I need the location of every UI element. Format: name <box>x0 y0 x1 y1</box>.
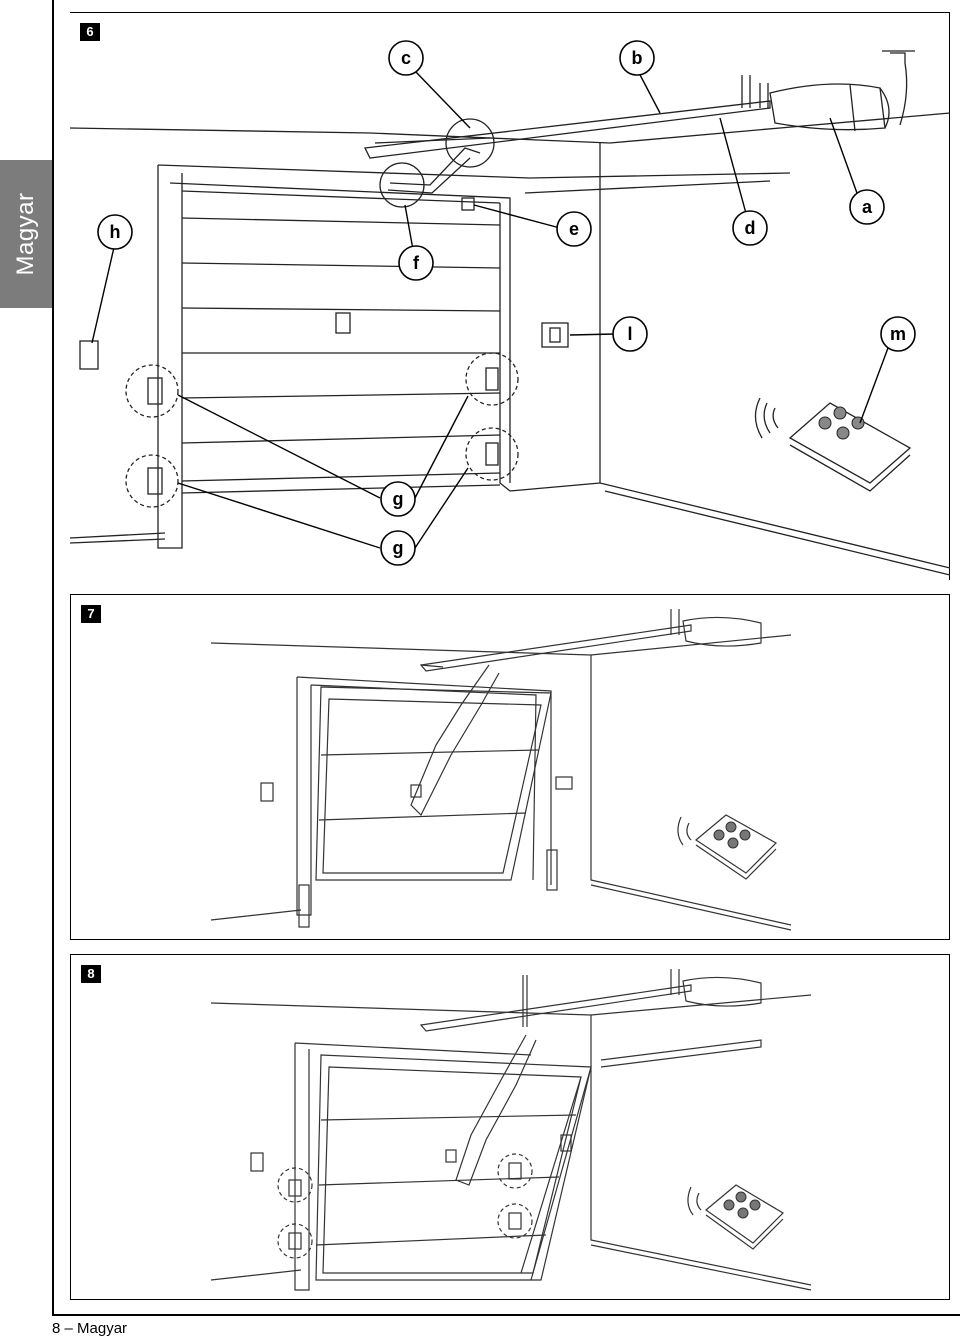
language-tab-label: Magyar <box>12 192 39 276</box>
callout-e <box>556 211 592 247</box>
language-tab: Magyar <box>0 160 52 308</box>
figure-6-illustration: c b a d e f h l m g g <box>70 40 950 576</box>
callout-a-label: a <box>862 197 873 217</box>
callout-d <box>732 210 768 246</box>
callout-e-label: e <box>569 219 579 239</box>
page-frame-left <box>52 0 54 1316</box>
page-frame-bottom <box>52 1314 960 1316</box>
callout-f-label: f <box>413 253 420 273</box>
page-footer: 8 – Magyar <box>52 1320 128 1337</box>
figure-number: 7 <box>81 605 101 623</box>
figure-number: 6 <box>80 23 100 41</box>
callout-h <box>97 214 133 250</box>
callout-g-upper-label: g <box>393 489 404 509</box>
figure-6: 6 <box>70 12 950 580</box>
callout-l <box>612 316 648 352</box>
callout-f <box>398 245 434 281</box>
callout-a <box>849 189 885 225</box>
callout-d-label: d <box>745 218 756 238</box>
callout-c <box>388 40 424 76</box>
callout-g-lower-label: g <box>393 538 404 558</box>
callout-m <box>880 316 916 352</box>
figure-8-illustration <box>210 969 812 1291</box>
figure-number: 8 <box>81 965 101 983</box>
callout-m-label: m <box>890 324 906 344</box>
callout-g-upper <box>380 481 416 517</box>
callout-b <box>619 40 655 76</box>
callout-l-label: l <box>627 324 632 344</box>
figure-7-illustration <box>210 609 792 931</box>
callout-b-label: b <box>632 48 643 68</box>
figure-7: 7 <box>70 594 950 940</box>
callout-g-lower <box>380 530 416 566</box>
figure-8: 8 <box>70 954 950 1300</box>
callout-h-label: h <box>110 222 121 242</box>
callout-c-label: c <box>401 48 411 68</box>
